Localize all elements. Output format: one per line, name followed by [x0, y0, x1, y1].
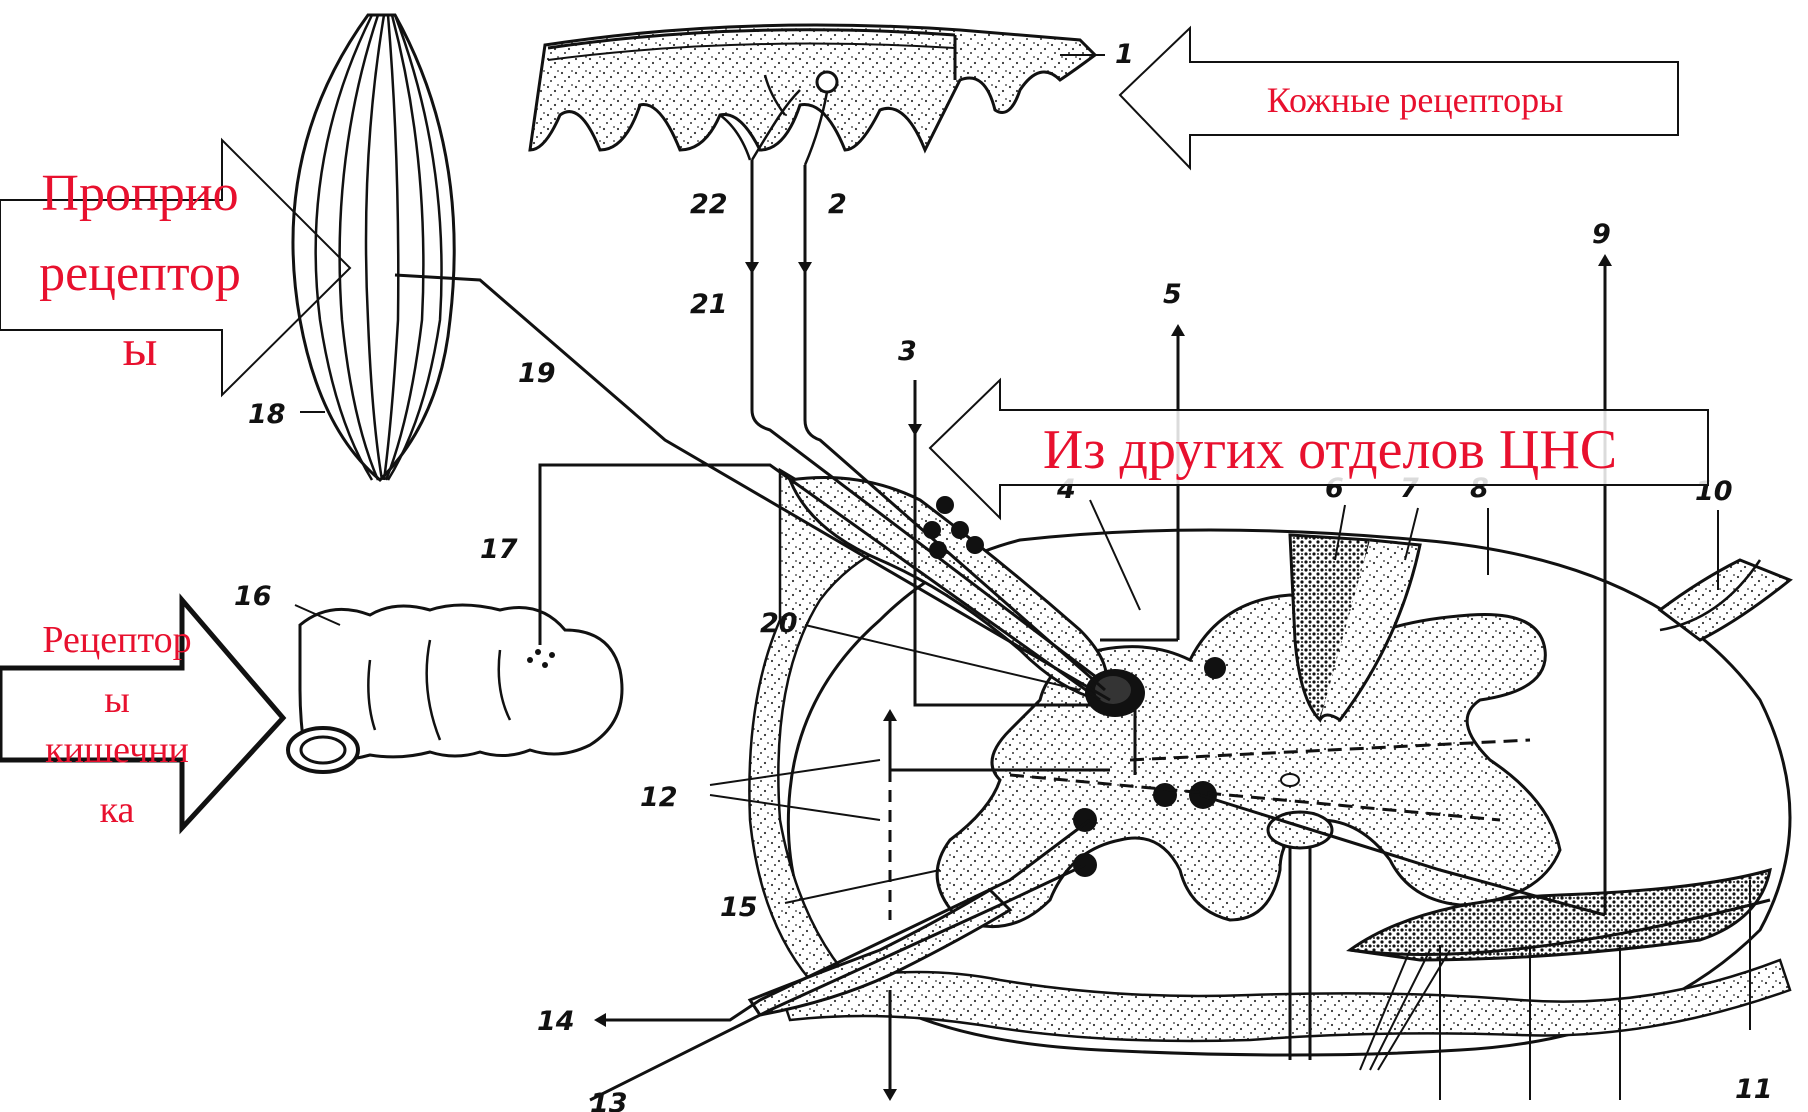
callout-skin-receptors: Кожные рецепторы: [1120, 28, 1678, 168]
callout-cns-text: Из других отделов ЦНС: [1043, 419, 1617, 481]
label-11: 11: [1735, 1074, 1773, 1105]
label-21: 21: [690, 289, 728, 320]
label-18: 18: [248, 399, 286, 430]
callout-gut-receptors: Рецептор ы кишечни ка: [0, 600, 283, 831]
skin-section: [530, 25, 1095, 165]
label-3: 3: [898, 336, 917, 367]
spinal-cord-section: [749, 470, 1790, 1060]
muscle-section: [293, 15, 454, 480]
label-5: 5: [1163, 279, 1182, 310]
label-22: 22: [690, 189, 728, 220]
label-1: 1: [1115, 39, 1134, 70]
label-16: 16: [234, 581, 272, 612]
label-15: 15: [720, 892, 758, 923]
callout-gut-line3: кишечни: [45, 729, 189, 771]
callout-proprio-line1: Проприо: [41, 165, 238, 222]
callout-gut-line4: ка: [100, 789, 135, 831]
label-20: 20: [760, 608, 798, 639]
intestine-section: [288, 605, 622, 772]
label-14: 14: [537, 1006, 575, 1037]
callout-proprio-line3: ы: [123, 320, 158, 377]
label-12: 12: [640, 782, 678, 813]
callout-proprio-line2: рецептор: [39, 245, 241, 302]
label-17: 17: [480, 534, 518, 565]
label-19: 19: [518, 358, 556, 389]
callout-gut-line2: ы: [104, 679, 130, 721]
callout-gut-line1: Рецептор: [42, 619, 191, 661]
callout-cns: Из других отделов ЦНС: [930, 380, 1708, 518]
callout-skin-text: Кожные рецепторы: [1267, 80, 1564, 120]
label-2: 2: [828, 189, 847, 220]
label-13: 13: [590, 1088, 628, 1112]
label-9: 9: [1592, 219, 1611, 250]
